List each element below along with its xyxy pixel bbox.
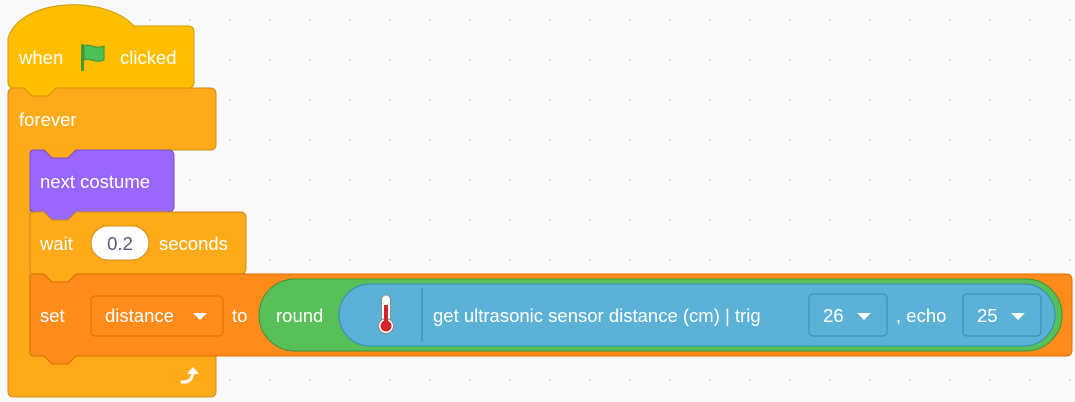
forever-label: forever [19,109,77,130]
round-operator-block[interactable]: round get ultrasonic sensor distance (cm… [258,278,1063,352]
variable-dropdown[interactable]: distance [90,295,224,337]
when-flag-clicked-block[interactable]: when clicked [7,4,195,97]
set-variable-block[interactable]: set distance to round get ultrasonic [29,273,1073,365]
green-flag-icon [81,44,105,71]
echo-pin-value: 25 [977,305,998,326]
chevron-down-icon [857,313,871,320]
wait-block[interactable]: wait 0.2 seconds [29,211,247,283]
echo-label: , echo [896,305,946,326]
trig-pin-dropdown[interactable]: 26 [808,293,888,337]
set-label: set [40,305,65,326]
when-label: when [18,47,63,68]
to-label: to [232,305,247,326]
variable-name: distance [105,305,174,326]
chevron-down-icon [193,313,207,320]
chevron-down-icon [1011,313,1025,320]
round-label: round [276,305,323,326]
next-costume-block[interactable]: next costume [29,149,175,221]
wait-label: wait [39,233,73,254]
sensor-label: get ultrasonic sensor distance (cm) | tr… [433,305,761,326]
ultrasonic-sensor-block[interactable]: get ultrasonic sensor distance (cm) | tr… [338,283,1056,347]
clicked-label: clicked [120,47,177,68]
thermometer-icon [378,294,394,334]
wait-seconds-input[interactable] [90,225,150,261]
wait-seconds-value: 0.2 [107,233,133,254]
echo-pin-dropdown[interactable]: 25 [962,293,1042,337]
loop-arrow-icon [180,367,199,384]
trig-pin-value: 26 [823,305,844,326]
next-costume-label: next costume [40,171,150,192]
seconds-label: seconds [159,233,228,254]
